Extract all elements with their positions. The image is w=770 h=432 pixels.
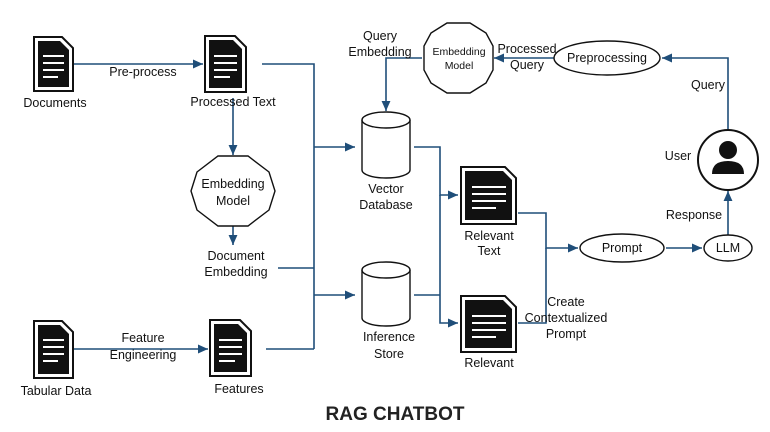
response-label: Response bbox=[666, 208, 722, 222]
embedding-model-top-label-line2: Model bbox=[445, 60, 474, 72]
features-label: Features bbox=[214, 382, 263, 396]
vector-database-node: Vector Database bbox=[359, 111, 413, 212]
diagram-title: RAG CHATBOT bbox=[326, 404, 465, 425]
prompt-node: Prompt bbox=[579, 233, 665, 263]
user-label: User bbox=[665, 149, 691, 163]
inference-store-label-line1: Inference bbox=[363, 330, 415, 344]
pre-process-label: Pre-process bbox=[109, 65, 176, 79]
edge-relevant-text-to-prompt bbox=[518, 212, 578, 253]
vector-database-label-line1: Vector bbox=[368, 182, 403, 196]
processed-query-label-line1: Processed bbox=[497, 42, 556, 56]
preprocessing-ellipse bbox=[553, 40, 661, 76]
document-icon bbox=[209, 319, 252, 377]
edge-user-to-preprocessing bbox=[662, 53, 729, 130]
embedding-model-top-node: Embedding Model bbox=[423, 22, 494, 94]
embedding-model-left-label-line1: Embedding bbox=[201, 177, 264, 191]
inference-store-label-line2: Store bbox=[374, 347, 404, 361]
octagon-icon bbox=[423, 22, 494, 94]
user-node: User bbox=[665, 129, 759, 191]
cylinder-icon bbox=[361, 111, 411, 179]
inference-store-node: Inference Store bbox=[361, 261, 415, 361]
preprocessing-node: Preprocessing bbox=[553, 40, 661, 76]
cylinder-icon bbox=[361, 261, 411, 327]
query-label: Query bbox=[691, 78, 726, 92]
edge-labels: Pre-process Feature Engineering Query Em… bbox=[109, 29, 725, 362]
create-contextualized-prompt-label-line3: Prompt bbox=[546, 327, 587, 341]
create-contextualized-prompt-label-line1: Create bbox=[547, 295, 585, 309]
edge-vector-db-to-relevant bbox=[439, 195, 458, 328]
embedding-model-top-label-line1: Embedding bbox=[432, 46, 485, 58]
document-embedding-node: Document Embedding bbox=[204, 249, 267, 279]
connectors bbox=[74, 53, 733, 354]
processed-query-label-line2: Query bbox=[510, 58, 545, 72]
edge-embedding-model-to-vector-db bbox=[381, 57, 422, 111]
documents-label: Documents bbox=[23, 96, 86, 110]
tabular-data-node: Tabular Data bbox=[21, 320, 92, 398]
tabular-data-label: Tabular Data bbox=[21, 384, 92, 398]
embedding-model-left-node: Embedding Model bbox=[190, 155, 276, 227]
processed-text-node: Processed Text bbox=[190, 35, 276, 109]
embedding-model-left-label-line2: Model bbox=[216, 194, 250, 208]
document-icon bbox=[33, 36, 74, 92]
documents-node: Documents bbox=[23, 36, 87, 110]
feature-engineering-label-line2: Engineering bbox=[110, 348, 177, 362]
query-embedding-label-line1: Query bbox=[363, 29, 398, 43]
relevant-label: Relevant bbox=[464, 356, 514, 370]
document-icon bbox=[460, 166, 517, 225]
llm-ellipse bbox=[703, 234, 753, 262]
llm-label: LLM bbox=[716, 241, 740, 255]
preprocessing-label: Preprocessing bbox=[567, 51, 647, 65]
relevant-text-label-line1: Relevant bbox=[464, 229, 514, 243]
octagon-icon bbox=[190, 155, 276, 227]
features-node: Features bbox=[209, 319, 264, 396]
user-icon bbox=[697, 129, 759, 191]
feature-engineering-label-line1: Feature bbox=[121, 331, 164, 345]
document-icon bbox=[204, 35, 247, 93]
document-icon bbox=[33, 320, 74, 379]
document-icon bbox=[460, 295, 517, 353]
prompt-label: Prompt bbox=[602, 241, 643, 255]
query-embedding-label-line2: Embedding bbox=[348, 45, 411, 59]
prompt-ellipse bbox=[579, 233, 665, 263]
processed-text-label: Processed Text bbox=[190, 95, 276, 109]
relevant-node: Relevant bbox=[460, 295, 517, 370]
edge-processed-text-to-bus bbox=[262, 63, 315, 349]
relevant-text-label-line2: Text bbox=[478, 244, 501, 258]
document-embedding-label-line2: Embedding bbox=[204, 265, 267, 279]
llm-node: LLM bbox=[703, 234, 753, 262]
vector-database-label-line2: Database bbox=[359, 198, 413, 212]
edge-relevant-to-prompt bbox=[518, 248, 547, 324]
relevant-text-node: Relevant Text bbox=[460, 166, 517, 258]
edge-vector-db-to-relevant-text bbox=[414, 146, 458, 200]
document-embedding-label-line1: Document bbox=[208, 249, 265, 263]
create-contextualized-prompt-label-line2: Contextualized bbox=[525, 311, 608, 325]
